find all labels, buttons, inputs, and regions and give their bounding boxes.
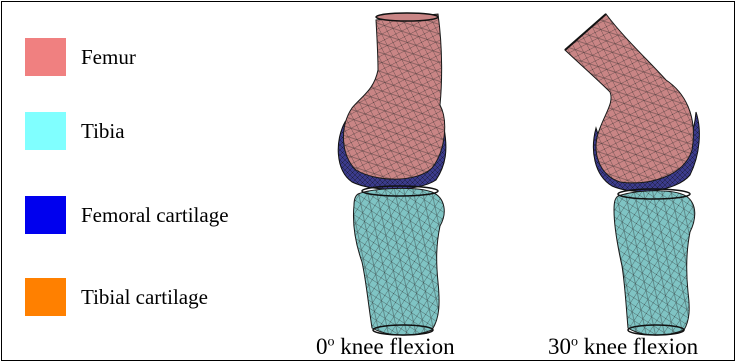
degree-symbol: o [571, 334, 578, 349]
knee-model-0-degrees [338, 13, 446, 335]
degree-symbol: o [328, 334, 335, 349]
tibia-shape [614, 191, 695, 335]
caption-text: knee flexion [584, 334, 698, 359]
caption-0-degree-flexion: 0o knee flexion [316, 334, 455, 360]
femur-cut-end [376, 13, 438, 21]
femur-shape [565, 14, 693, 183]
caption-text: knee flexion [340, 334, 454, 359]
caption-30-degree-flexion: 30o knee flexion [548, 334, 698, 360]
knee-model-30-degrees [565, 14, 699, 335]
femur-shape [343, 14, 444, 179]
tibia-shape [353, 188, 444, 335]
caption-angle: 30 [548, 334, 571, 359]
caption-angle: 0 [316, 334, 328, 359]
